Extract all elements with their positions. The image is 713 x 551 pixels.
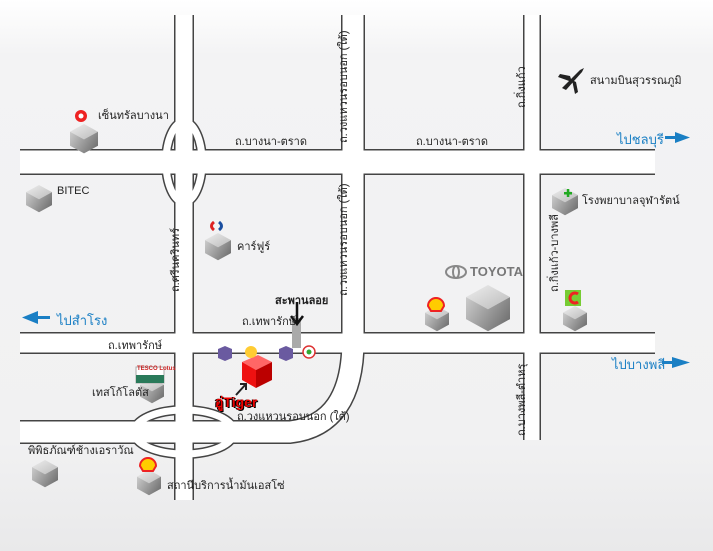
direction-chonburi: ไปชลบุรี: [617, 132, 664, 147]
building-cube-icon-toyota: [466, 285, 510, 332]
road-label-srinakarin: ถ.ศรีนครินทร์: [170, 227, 182, 292]
overpass-label: สะพานลอย: [275, 295, 329, 307]
hospital-label: โรงพยาบาลจุฬารัตน์: [582, 195, 680, 207]
building-cube-icon-hospital: [552, 188, 578, 216]
tesco-lotus-label: เทสโก้โลตัส: [92, 387, 149, 399]
direction-bangphli: ไปบางพลี: [612, 357, 666, 372]
arrow-right-icon: [665, 132, 690, 143]
road-label-theparak: ถ.เทพารักษ์: [242, 316, 296, 328]
road-label-bangphli-tamru: ถ.บางพลี-ตำหรุ: [516, 363, 528, 436]
road-label-kingkaew-bangphli: ถ.กิ่งแก้ว-บางพลี: [549, 214, 561, 292]
building-cube-icon-tesco: [140, 378, 164, 404]
central-bangna-label: เซ็นทรัลบางนา: [98, 110, 169, 122]
carrefour-label: คาร์ฟูร์: [237, 241, 271, 253]
building-cube-icon-shell: [425, 306, 449, 332]
road-label-ring-road: ถ.วงแหวนรอบนอก (ใต้): [237, 411, 350, 423]
destination-building-icon: [242, 355, 272, 388]
building-cube-icon-museum: [32, 460, 58, 488]
arrow-down-icon: [290, 302, 304, 327]
bank-icons: [218, 345, 316, 361]
toyota-logo-icon: [445, 265, 467, 279]
building-icons: [26, 124, 587, 496]
road-label-kingkaew: ถ.กิ่งแก้ว: [516, 66, 528, 108]
road-label-bangna-trad: ถ.บางนา-ตราด: [235, 136, 307, 148]
arrow-right-icon: [662, 357, 690, 368]
toyota-label: TOYOTA: [470, 264, 523, 279]
bigc-logo-icon: [565, 290, 581, 306]
tesco-logo-icon: [135, 366, 165, 384]
tesco-logo-text: TESCO Lotus: [137, 366, 176, 372]
bitec-label: BITEC: [57, 185, 90, 197]
pointer-arrow-icon: [235, 383, 247, 396]
airport-label: สนามบินสุวรรณภูมิ: [590, 75, 682, 87]
road-label-ring-road: ถ.วงแหวนรอบนอก (ใต้): [338, 30, 350, 143]
road-label-bangna-trad: ถ.บางนา-ตราด: [416, 136, 488, 148]
building-cube-icon-central: [70, 124, 98, 154]
building-cube-icon-bitec: [26, 185, 52, 213]
overpass-bridge: [292, 318, 301, 348]
carrefour-logo-icon: [210, 220, 223, 232]
building-cube-icon-esso: [137, 470, 161, 496]
hospital-cross-icon: [564, 189, 572, 197]
road-label-theparak: ถ.เทพารักษ์: [108, 340, 162, 352]
arrow-left-icon: [22, 311, 50, 324]
destination-label: อู่Tiger: [215, 394, 258, 410]
shell-logo-icon: [138, 457, 158, 472]
building-cube-icon-carrefour: [205, 233, 231, 261]
esso-label: สถานีบริการน้ำมันเอสโซ่: [167, 480, 285, 492]
road-label-ring-road: ถ.วงแหวนรอบนอก (ใต้): [338, 183, 350, 296]
central-logo-icon: [75, 110, 87, 122]
shell-logo-icon: [426, 297, 446, 312]
building-cube-icon-bigc: [563, 306, 587, 332]
airplane-icon: [558, 68, 584, 94]
direction-samrong: ไปสำโรง: [57, 313, 108, 328]
museum-label: พิพิธภัณฑ์ช้างเอราวัณ: [28, 445, 134, 457]
